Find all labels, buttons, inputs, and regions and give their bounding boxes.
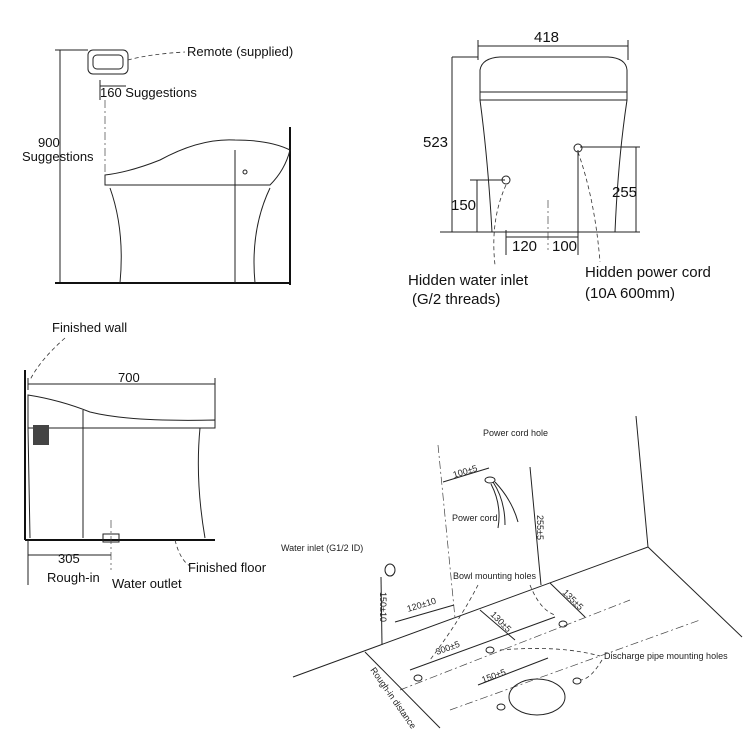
power-cord-icon [490,481,519,529]
bowl-hole-icon [558,620,568,628]
inlet-note: (G/2 threads) [412,291,500,308]
discharge-hole-icon [572,677,582,685]
bowl-hole-icon [413,674,423,682]
front-view: 418 523 150 255 120 100 Hidden water inl… [408,29,711,308]
inlet-label: Hidden water inlet [408,272,529,289]
dim-135: 135±5 [561,587,586,612]
toilet-side-seat [104,139,291,186]
power-cord-hole-label: Power cord hole [483,428,548,438]
discharge-pipe-icon [508,678,566,716]
toilet-front-tank [479,56,628,101]
discharge-holes-label: Discharge pipe mounting holes [604,651,728,661]
vent-grille-icon [33,425,49,445]
dim-130: 130±5 [489,609,514,634]
power-cord-hole-icon [484,476,496,484]
power-cord-label: Power cord [452,513,498,523]
section-view: Finished wall 700 305 Rough-in Water out… [24,320,267,591]
cord-label: Hidden power cord [585,264,711,281]
rough-in-label: Rough-in [47,570,100,585]
dim-300: 300±5 [434,639,461,657]
outlet-label: Water outlet [112,576,182,591]
inlet-height-dim: 150±10 [378,592,388,622]
remote-height-label: 160 Suggestions [100,85,197,100]
remote-label: Remote (supplied) [187,44,293,59]
dim-150: 150±5 [480,667,507,685]
remote-icon [87,49,129,75]
cord-note: (10A 600mm) [585,285,675,302]
bowl-hole-icon [485,646,495,654]
floor-label: Finished floor [188,560,267,575]
cord-height-dim: 255±5 [535,515,545,540]
water-inlet-icon [384,563,396,577]
inlet-height-dim: 150 [451,197,476,214]
width-dim: 418 [534,29,559,46]
bowl-holes-label: Bowl mounting holes [453,571,537,581]
toilet-section-seat [27,394,216,429]
height-dim: 523 [423,134,448,151]
wall-label: Finished wall [52,320,127,335]
cord-offset-dim: 100 [552,238,577,255]
cord-offset-dim: 100±5 [452,463,479,480]
height-value: 900 [38,135,60,150]
length-dim: 700 [118,370,140,385]
inlet-offset-dim: 120 [512,238,537,255]
discharge-hole-icon [496,703,506,711]
iso-view: Power cord hole 100±5 Power cord 255±5 W… [281,415,743,731]
rough-in-value: 305 [58,551,80,566]
cord-height-dim: 255 [612,184,637,201]
height-note: Suggestions [22,149,94,164]
water-inlet-label: Water inlet (G1/2 ID) [281,543,363,553]
side-view: Remote (supplied) 160 Suggestions 900 Su… [22,44,293,285]
